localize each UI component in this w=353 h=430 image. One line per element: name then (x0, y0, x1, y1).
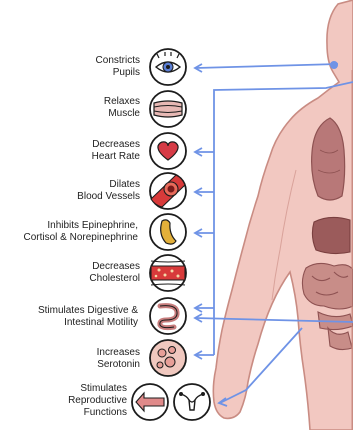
eye-icon (150, 49, 186, 85)
uterus-icon (174, 384, 210, 420)
heart-icon (150, 133, 186, 169)
artery-plaque-icon (150, 255, 186, 291)
connector-pupils (196, 64, 338, 68)
liver (312, 217, 350, 253)
serotonin-cell-icon (150, 340, 186, 376)
muscle-icon (150, 91, 186, 127)
reproductive-arrow-icon (132, 384, 168, 420)
intestine-icon (150, 298, 186, 334)
blood-vessel-icon (150, 173, 186, 209)
connector-eye-dot (330, 61, 338, 69)
adrenal-gland-icon (150, 214, 186, 250)
